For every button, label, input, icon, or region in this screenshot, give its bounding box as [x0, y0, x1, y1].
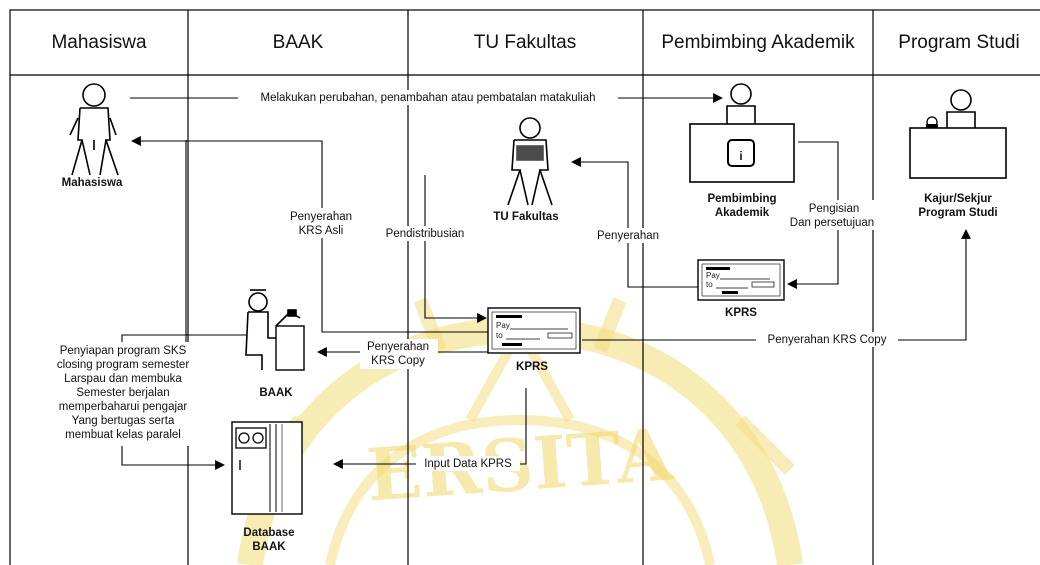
- baak-task-note: Penyiapan program SKS closing program se…: [57, 345, 189, 441]
- baak-label: BAAK: [259, 387, 293, 399]
- edge-krs-copy-prodi-label-bg: [756, 332, 898, 347]
- edge-pendistribusian-label-bg: [376, 226, 474, 241]
- edge-krs-asli: [131, 136, 323, 332]
- baak-task-line-3: Larspau dan membuka: [64, 373, 182, 385]
- lane-title-baak: BAAK: [273, 32, 324, 53]
- tu-fakultas-label: TU Fakultas: [493, 211, 558, 223]
- kajur-label-line2: Program Studi: [918, 207, 997, 219]
- edge-krs-copy-prodi: [582, 229, 971, 341]
- lane-title-program-studi: Program Studi: [898, 32, 1019, 53]
- baak-task-line-4: Semester berjalan: [76, 387, 169, 399]
- edge-krs-copy-baak-label-2: KRS Copy: [371, 355, 425, 367]
- edge-pendistribusian: [424, 175, 487, 323]
- edge-krs-copy-baak-label-1: Penyerahan: [367, 341, 429, 353]
- baak-operator-icon: [245, 289, 305, 371]
- pembimbing-akademik-desk-icon: i: [689, 83, 795, 183]
- baak-task-line-5: memperbaharui pengajar: [59, 401, 188, 413]
- tu-fakultas-actor-icon: [507, 117, 553, 206]
- database-label-line2: BAAK: [252, 541, 286, 553]
- edge-penyerahan-tu-label: Penyerahan: [597, 230, 659, 242]
- baak-task-note-bg: [40, 342, 210, 446]
- edge-krs-asli-label-bg: [283, 208, 359, 238]
- lane-title-tu-fakultas: TU Fakultas: [474, 32, 576, 53]
- baak-task-line-1: Penyiapan program SKS: [60, 345, 187, 357]
- lane-title-mahasiswa: Mahasiswa: [51, 32, 146, 53]
- edge-pengisian-label-bg: [780, 200, 884, 230]
- kprs-pa-label: KPRS: [725, 307, 757, 319]
- kprs-form-tu-icon: Pay to: [487, 307, 581, 354]
- kprs-pa-to: to: [706, 280, 713, 289]
- edge-krs-asli-label-2: KRS Asli: [299, 225, 344, 237]
- kajur-sekjur-desk-icon: [909, 89, 1007, 179]
- kprs-tu-pay: Pay: [496, 321, 510, 330]
- kprs-pa-pay: Pay: [706, 271, 720, 280]
- edge-pengisian-label-2: Dan persetujuan: [790, 217, 874, 229]
- edge-krs-copy-prodi-label: Penyerahan KRS Copy: [768, 334, 887, 346]
- pembimbing-label-line1: Pembimbing: [707, 193, 776, 205]
- mahasiswa-actor-icon: [69, 83, 119, 176]
- edge-perubahan-label-bg: [238, 90, 618, 105]
- kprs-tu-label: KPRS: [516, 361, 548, 373]
- edge-input-kprs-label-bg: [416, 456, 520, 471]
- kprs-tu-to: to: [496, 331, 503, 340]
- edge-krs-asli-label-1: Penyerahan: [290, 211, 352, 223]
- kajur-label-line1: Kajur/Sekjur: [924, 193, 992, 205]
- lane-title-pembimbing-akademik: Pembimbing Akademik: [661, 32, 855, 53]
- edge-pengisian-label-1: Pengisian: [809, 203, 860, 215]
- edge-penyerahan-tu-label-bg: [590, 228, 666, 243]
- edge-pendistribusian-label: Pendistribusian: [386, 228, 465, 240]
- baak-task-line-2: closing program semester: [57, 359, 189, 371]
- svg-text:i: i: [739, 151, 742, 163]
- mahasiswa-label: Mahasiswa: [62, 177, 123, 189]
- kprs-form-pa-icon: Pay to: [697, 259, 785, 301]
- pembimbing-label-line2: Akademik: [715, 207, 770, 219]
- baak-task-line-6: Yang bertugas serta: [72, 415, 175, 427]
- database-cabinet-icon: [231, 421, 303, 515]
- edge-input-kprs-label: Input Data KPRS: [424, 458, 512, 470]
- edge-penyerahan-tu: [571, 157, 698, 288]
- edge-krs-copy-baak-label-bg: [360, 339, 438, 369]
- edge-perubahan-label: Melakukan perubahan, penambahan atau pem…: [260, 92, 595, 104]
- edge-input-kprs: [333, 388, 527, 469]
- baak-task-line-7: membuat kelas paralel: [65, 429, 181, 441]
- database-label-line1: Database: [243, 527, 294, 539]
